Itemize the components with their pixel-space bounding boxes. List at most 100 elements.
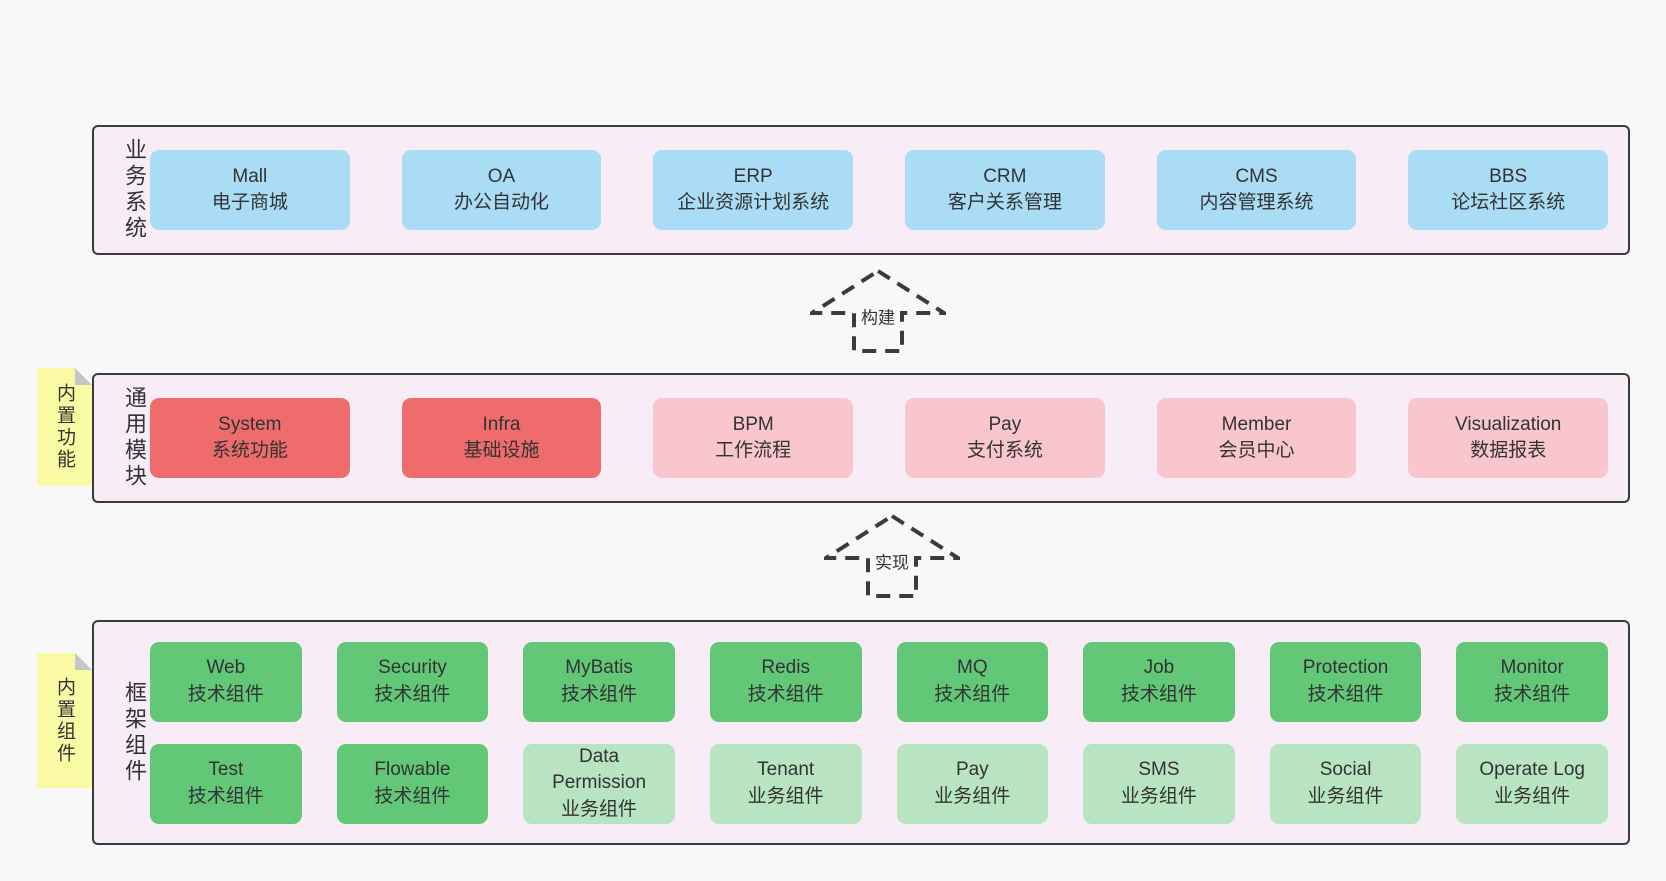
dashed-up-arrow-icon [810, 268, 946, 353]
node-title: Test [208, 759, 244, 781]
node-subtitle: 技术组件 [561, 683, 638, 705]
node-title: ERP [733, 165, 773, 187]
node-infra: Infra 基础设施 [401, 398, 602, 478]
node-tenant: Tenant 业务组件 [709, 743, 862, 824]
node-monitor: Monitor 技术组件 [1456, 641, 1608, 722]
business-systems-boxes: Mall 电子商城 OA 办公自动化 ERP 企业资源计划系统 CRM 客户关系… [150, 150, 1609, 230]
node-subtitle: 技术组件 [934, 683, 1011, 705]
node-title: Job [1143, 657, 1175, 679]
node-flowable: Flowable 技术组件 [336, 743, 489, 824]
node-subtitle: 内容管理系统 [1199, 192, 1314, 213]
node-title: SMS [1138, 759, 1180, 781]
node-subtitle: 业务组件 [934, 785, 1011, 807]
node-subtitle: 技术组件 [187, 785, 264, 807]
layer-framework-components: 框架组件 Web 技术组件 Security 技术组件 MyBatis 技术组件… [92, 620, 1630, 845]
node-title: BBS [1489, 165, 1528, 187]
node-title: Redis [761, 657, 810, 679]
node-subtitle: 支付系统 [966, 440, 1043, 461]
node-subtitle: 业务组件 [747, 785, 824, 807]
sticky-note-builtin-components: 内置组件 [37, 653, 92, 788]
node-subtitle: 业务组件 [1494, 785, 1571, 807]
sticky-note-builtin-features: 内置功能 [37, 368, 92, 486]
node-mybatis: MyBatis 技术组件 [523, 641, 675, 722]
layer-label-framework-components: 框架组件 [122, 680, 147, 785]
fold-corner-icon [75, 653, 92, 670]
node-test: Test 技术组件 [150, 743, 302, 824]
node-subtitle: 客户关系管理 [947, 192, 1062, 213]
node-title: Member [1221, 413, 1292, 435]
sticky-label: 内置组件 [54, 676, 75, 765]
node-erp: ERP 企业资源计划系统 [653, 150, 854, 230]
layer-label-common-modules: 通用模块 [122, 386, 147, 490]
node-subtitle: 技术组件 [747, 683, 824, 705]
node-title: BPM [732, 413, 774, 435]
node-title: Tenant [757, 759, 815, 781]
layer-business-systems: 业务系统 Mall 电子商城 OA 办公自动化 ERP 企业资源计划系统 CRM… [92, 125, 1630, 255]
node-title: Security [378, 657, 447, 679]
node-title: Data Permission [552, 746, 647, 794]
node-mq: MQ 技术组件 [896, 641, 1049, 722]
node-crm: CRM 客户关系管理 [905, 150, 1105, 230]
node-subtitle: 业务组件 [1307, 785, 1384, 807]
node-cms: CMS 内容管理系统 [1156, 150, 1357, 230]
up-arrow-implement: 实现 [824, 513, 960, 599]
node-subtitle: 技术组件 [374, 785, 451, 807]
node-subtitle: 业务组件 [561, 798, 638, 820]
fold-corner-icon [75, 368, 92, 385]
layer-common-modules: 通用模块 System 系统功能 Infra 基础设施 BPM 工作流程 Pay… [92, 373, 1630, 503]
framework-row-1: Web 技术组件 Security 技术组件 MyBatis 技术组件 Redi… [150, 641, 1608, 722]
node-title: Monitor [1500, 657, 1564, 679]
node-subtitle: 技术组件 [374, 683, 451, 705]
node-subtitle: 技术组件 [1494, 683, 1571, 705]
node-subtitle: 技术组件 [1307, 683, 1384, 705]
node-title: Infra [482, 413, 521, 435]
node-title: Web [206, 657, 246, 679]
node-subtitle: 业务组件 [1120, 785, 1197, 807]
node-title: OA [487, 165, 516, 187]
arrow-label-implement: 实现 [871, 547, 913, 575]
common-modules-boxes: System 系统功能 Infra 基础设施 BPM 工作流程 Pay 支付系统… [150, 398, 1609, 478]
node-sms: SMS 业务组件 [1083, 743, 1235, 824]
node-pay-component: Pay 业务组件 [896, 743, 1049, 824]
node-redis: Redis 技术组件 [709, 641, 862, 722]
node-security: Security 技术组件 [336, 641, 489, 722]
node-subtitle: 基础设施 [463, 440, 540, 461]
framework-components-rows: Web 技术组件 Security 技术组件 MyBatis 技术组件 Redi… [150, 641, 1608, 824]
node-title: CMS [1235, 165, 1278, 187]
node-title: System [218, 413, 282, 435]
arrow-label-build: 构建 [857, 302, 899, 330]
node-title: Visualization [1455, 413, 1562, 435]
node-subtitle: 电子商城 [211, 192, 288, 213]
node-subtitle: 数据报表 [1470, 440, 1547, 461]
node-visualization: Visualization 数据报表 [1408, 398, 1609, 478]
node-bpm: BPM 工作流程 [653, 398, 854, 478]
node-system: System 系统功能 [150, 398, 350, 478]
node-social: Social 业务组件 [1269, 743, 1422, 824]
node-data-permission: Data Permission 业务组件 [523, 743, 675, 824]
node-subtitle: 办公自动化 [454, 192, 550, 213]
node-subtitle: 论坛社区系统 [1451, 192, 1566, 213]
node-oa: OA 办公自动化 [401, 150, 602, 230]
node-pay-module: Pay 支付系统 [905, 398, 1105, 478]
node-mall: Mall 电子商城 [150, 150, 350, 230]
node-title: MyBatis [565, 657, 633, 679]
framework-row-2: Test 技术组件 Flowable 技术组件 Data Permission … [150, 743, 1608, 824]
node-subtitle: 系统功能 [211, 440, 288, 461]
node-title: Pay [988, 413, 1022, 435]
node-title: Protection [1302, 657, 1389, 679]
node-subtitle: 技术组件 [187, 683, 264, 705]
node-title: CRM [983, 165, 1027, 187]
node-subtitle: 技术组件 [1120, 683, 1197, 705]
node-title: MQ [957, 657, 988, 679]
node-web: Web 技术组件 [150, 641, 302, 722]
sticky-label: 内置功能 [54, 383, 75, 471]
layer-label-business-systems: 业务系统 [122, 138, 147, 242]
node-subtitle: 工作流程 [715, 440, 792, 461]
node-title: Mall [232, 165, 268, 187]
node-subtitle: 企业资源计划系统 [677, 192, 830, 213]
node-title: Flowable [374, 759, 451, 781]
node-protection: Protection 技术组件 [1269, 641, 1422, 722]
node-operate-log: Operate Log 业务组件 [1456, 743, 1608, 824]
node-bbs: BBS 论坛社区系统 [1408, 150, 1609, 230]
